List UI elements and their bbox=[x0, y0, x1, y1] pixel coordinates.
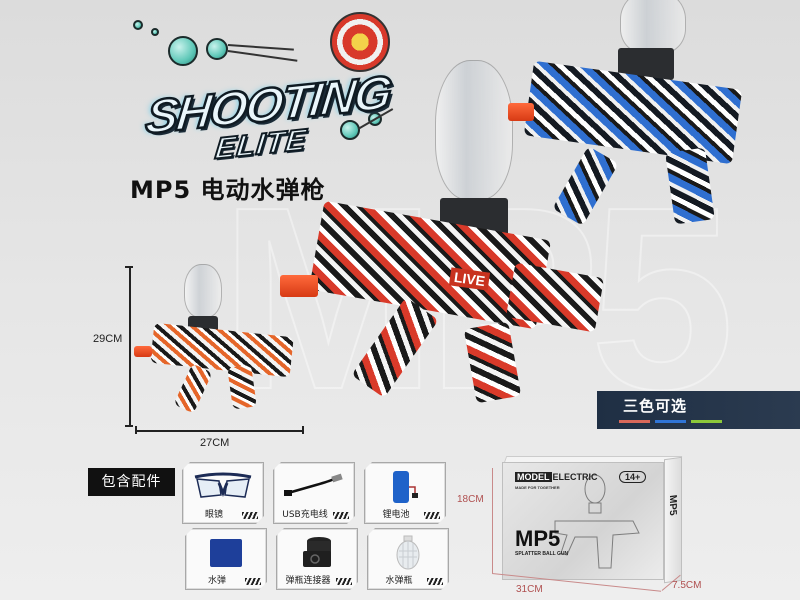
small-gun-orange bbox=[134, 258, 300, 418]
hopper-bottle bbox=[184, 264, 222, 318]
gel-ball-icon bbox=[151, 28, 159, 36]
target-icon bbox=[330, 12, 390, 72]
box-width-label: 31CM bbox=[516, 584, 543, 595]
top-right-gun-blue bbox=[508, 0, 743, 230]
gun-receiver bbox=[523, 60, 743, 165]
gun-magazine bbox=[173, 363, 213, 414]
accessory-gel-beads: 水弹 bbox=[185, 528, 267, 590]
hopper-bottle bbox=[435, 60, 513, 200]
box-model-name: MP5 bbox=[515, 526, 561, 551]
hopper-bottle-icon bbox=[388, 535, 428, 571]
gel-ball-icon bbox=[340, 120, 360, 140]
accessories-label: 包含配件 bbox=[88, 468, 175, 496]
shooting-elite-logo: SHOOTING ELITE bbox=[118, 12, 398, 170]
width-dimension-line bbox=[135, 430, 303, 432]
swatch-blue[interactable] bbox=[655, 420, 686, 423]
accessory-usb-cable: USB充电线 bbox=[273, 462, 355, 524]
box-depth-label: 7.5CM bbox=[672, 580, 702, 591]
gun-grip bbox=[463, 321, 522, 404]
muzzle-tip bbox=[134, 346, 152, 357]
box-brand-sub: MADE FOR TOGETHER bbox=[515, 485, 560, 490]
hopper-bottle bbox=[620, 0, 686, 55]
gel-ball-icon bbox=[133, 20, 143, 30]
gel-ball-icon bbox=[206, 38, 228, 60]
swatch-green[interactable] bbox=[691, 420, 722, 423]
gun-width-label: 27CM bbox=[200, 437, 230, 449]
accessory-battery: 锂电池 bbox=[364, 462, 446, 524]
main-gun-red: LIVE bbox=[280, 60, 610, 404]
product-title: MP5 电动水弹枪 bbox=[130, 176, 326, 204]
box-model-sub: SPLATTER BALL GUN bbox=[515, 551, 569, 557]
gun-receiver bbox=[150, 322, 294, 378]
color-options-banner: 三色可选 bbox=[597, 391, 800, 429]
bottle-connector-icon bbox=[297, 535, 337, 571]
color-options-title: 三色可选 bbox=[623, 397, 688, 415]
accessory-hopper-bottle: 水弹瓶 bbox=[367, 528, 449, 590]
age-rating-badge: 14+ bbox=[619, 471, 647, 483]
accessory-goggles: 眼镜 bbox=[182, 462, 264, 524]
product-box-side: MP5 bbox=[664, 456, 682, 584]
muzzle-tip bbox=[280, 275, 318, 297]
gel-beads-icon bbox=[206, 535, 246, 571]
muzzle-tip bbox=[508, 103, 534, 121]
box-height-line bbox=[492, 468, 493, 573]
height-dimension-line bbox=[129, 266, 131, 426]
battery-icon bbox=[385, 469, 425, 505]
usb-cable-icon bbox=[282, 469, 346, 503]
accessory-bottle-connector: 弹瓶连接器 bbox=[276, 528, 358, 590]
gun-magazine bbox=[552, 146, 619, 226]
goggles-icon bbox=[191, 469, 255, 503]
gel-ball-icon bbox=[168, 36, 198, 66]
box-height-label: 18CM bbox=[457, 494, 484, 505]
gun-sketch-icon bbox=[554, 474, 640, 569]
gun-height-label: 29CM bbox=[93, 333, 123, 345]
gun-magazine bbox=[351, 297, 439, 398]
swatch-red[interactable] bbox=[619, 420, 650, 423]
